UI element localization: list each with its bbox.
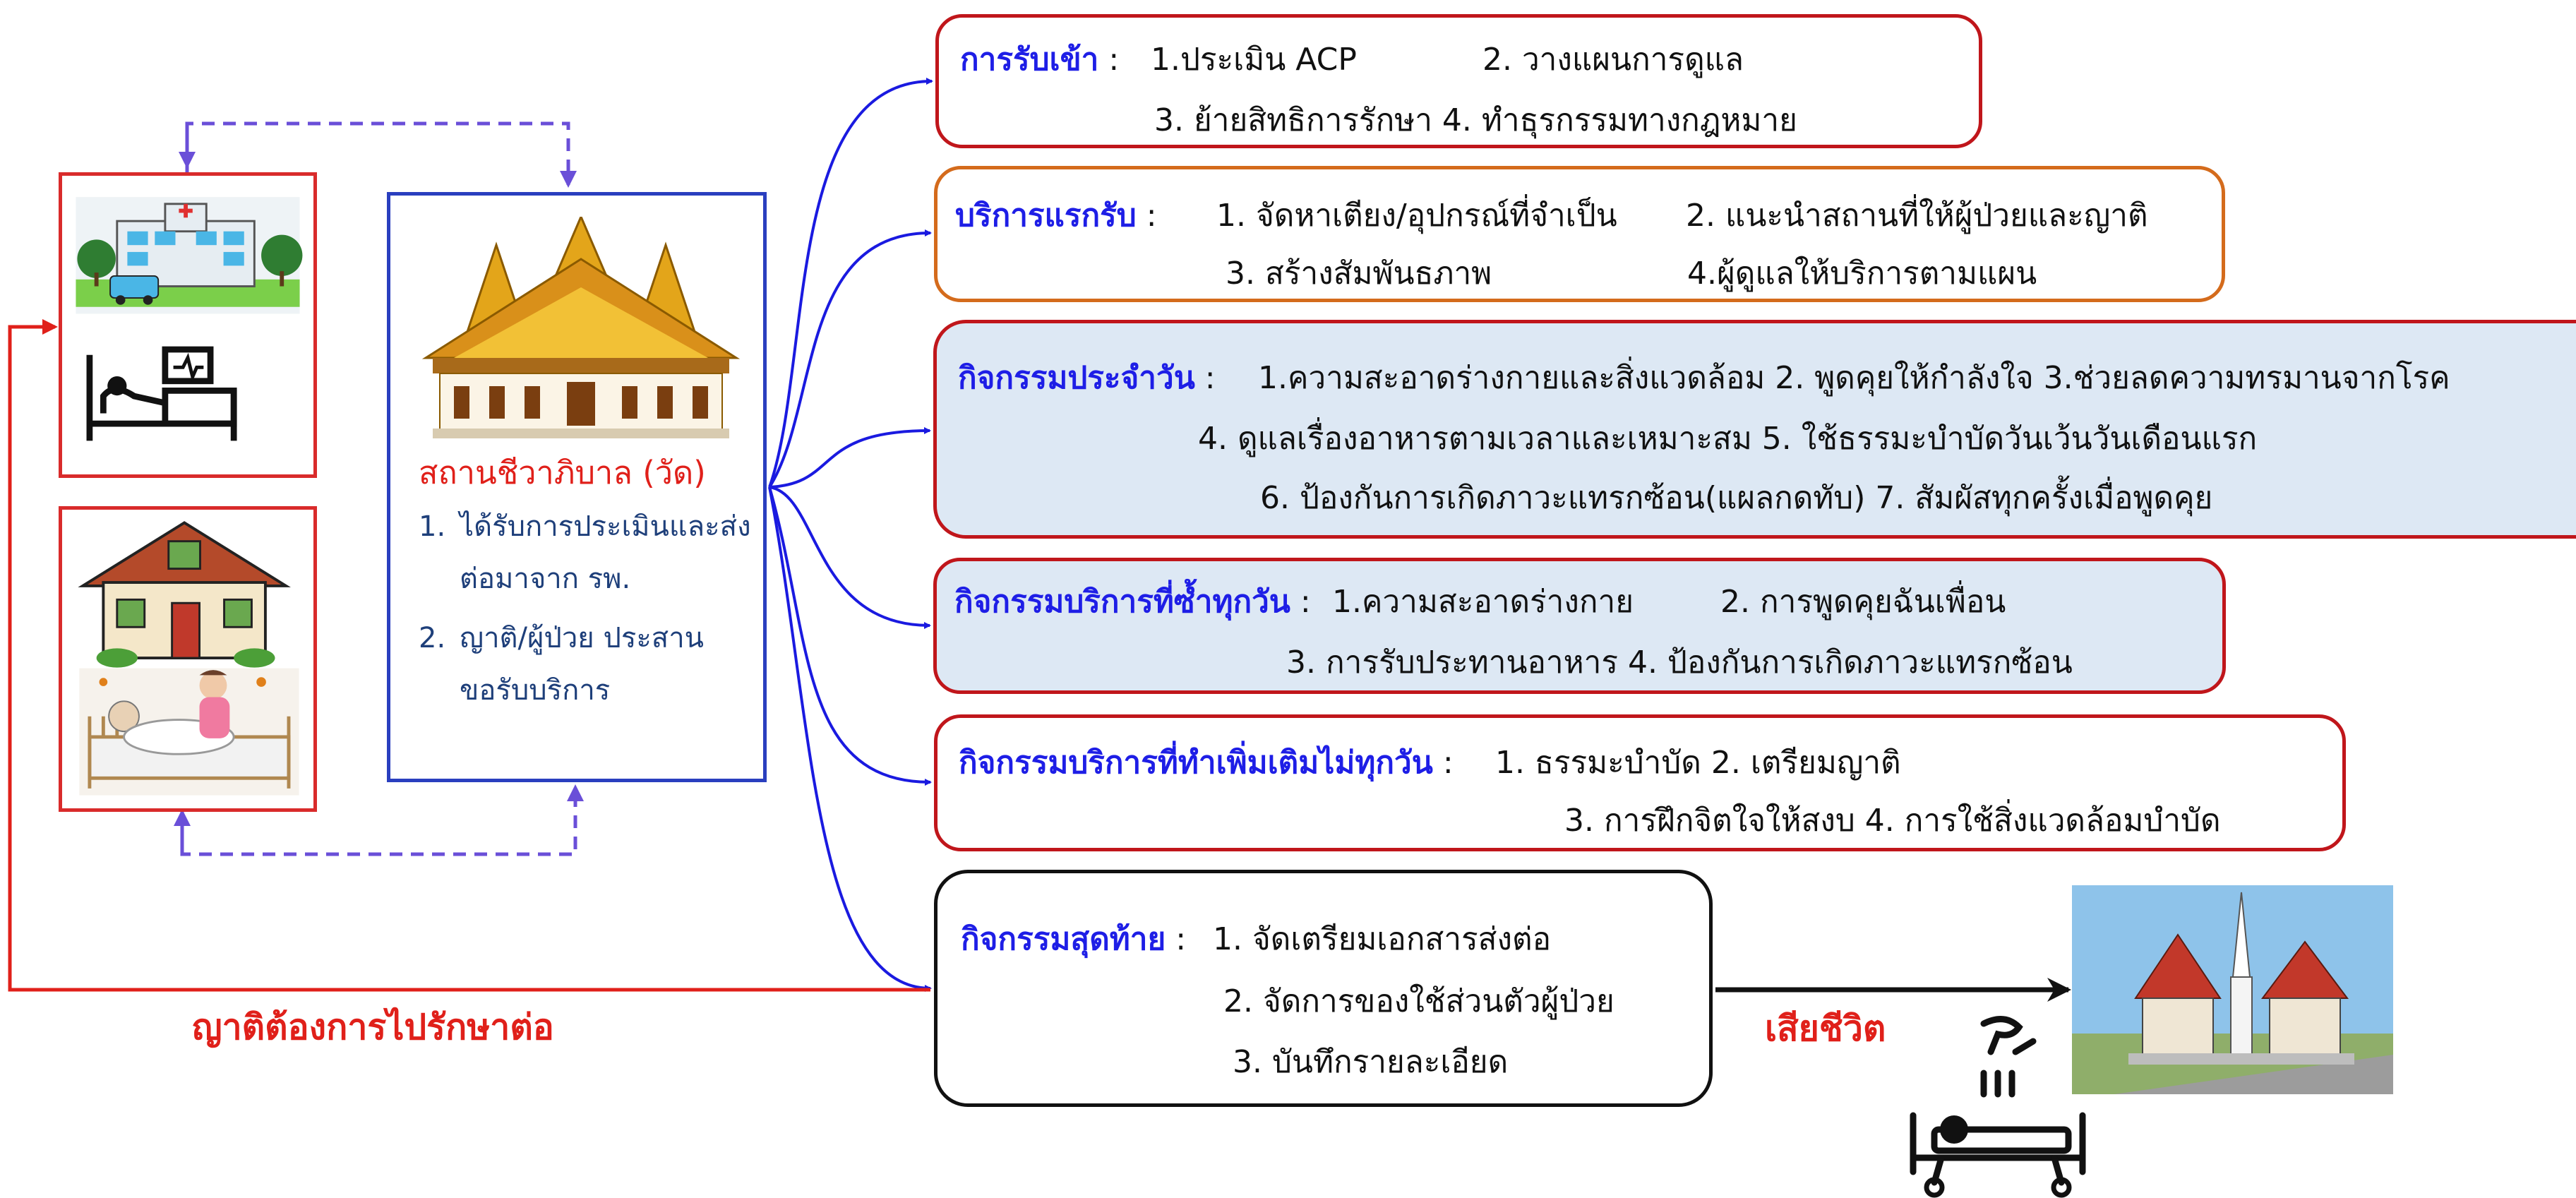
- patient-bed-icon: [86, 346, 237, 441]
- repeat-activity-item-2: 2. การพูดคุยฉันเพื่อน: [1720, 584, 2006, 620]
- dashed-loop-bottom: [180, 784, 584, 856]
- connector-admission: [768, 78, 933, 488]
- first-service-separator: :: [1136, 198, 1157, 234]
- admission-items-3-4: 3. ย้ายสิทธิการรักษา 4. ทำธุรกรรมทางกฎหม…: [1154, 102, 1797, 138]
- dashed-loop-top: [185, 121, 577, 188]
- relatives-return-line: [8, 319, 930, 992]
- final-activity-label: กิจกรรมสุดท้าย: [961, 921, 1166, 957]
- center-title: สถานชีวาภิบาล (วัด): [419, 454, 706, 491]
- death-label: เสียชีวิต: [1765, 1008, 1886, 1049]
- repeat-activity-box: กิจกรรมบริการที่ซ้ำทุกวัน : 1.ความสะอาดร…: [933, 558, 2226, 694]
- repeat-activity-items-3-4: 3. การรับประทานอาหาร 4. ป้องกันการเกิดภา…: [1286, 645, 2073, 681]
- final-activity-item-3: 3. บันทึกรายละเอียด: [1233, 1044, 1509, 1080]
- extra-activity-items-1-2: 1. ธรรมะบำบัด 2. เตรียมญาติ: [1495, 745, 1901, 781]
- extra-activity-box: กิจกรรมบริการที่ทำเพิ่มเติมไม่ทุกวัน : 1…: [934, 714, 2346, 851]
- relatives-continue-label: ญาติต้องการไปรักษาต่อ: [192, 1007, 554, 1048]
- first-service-label: บริการแรกรับ: [955, 198, 1137, 234]
- center-item-number: 1.: [419, 510, 446, 543]
- final-activity-box: กิจกรรมสุดท้าย : 1. จัดเตรียมเอกสารส่งต่…: [934, 870, 1713, 1107]
- connector-final: [768, 486, 932, 992]
- first-service-item-2: 2. แนะนำสถานที่ให้ผู้ป่วยและญาติ: [1686, 198, 2148, 234]
- crematorium-icon: [2072, 885, 2393, 1094]
- connector-daily: [769, 427, 931, 489]
- extra-activity-label: กิจกรรมบริการที่ทำเพิ่มเติมไม่ทุกวัน: [959, 745, 1433, 781]
- extra-activity-separator: :: [1432, 745, 1454, 781]
- first-service-item-3: 3. สร้างสัมพันธภาพ: [1226, 256, 1492, 292]
- hospice-temple-box: สถานชีวาภิบาล (วัด) 1. ได้รับการประเมินแ…: [387, 192, 767, 782]
- repeat-activity-separator: :: [1290, 584, 1311, 620]
- deceased-stretcher-icon: [1910, 1016, 2086, 1198]
- extra-activity-items-3-4: 3. การฝึกจิตใจให้สงบ 4. การใช้สิ่งแวดล้อ…: [1564, 803, 2221, 839]
- hospital-icon: [76, 197, 303, 314]
- home-picture-box: [59, 506, 317, 812]
- daily-activity-box: กิจกรรมประจำวัน : 1.ความสะอาดร่างกายและส…: [933, 320, 2576, 539]
- elderly-care-icon: [79, 668, 299, 796]
- hospital-picture-box: [59, 172, 317, 478]
- final-activity-separator: :: [1166, 921, 1187, 957]
- daily-activity-items-6-7: 6. ป้องกันการเกิดภาวะแทรกซ้อน(แผลกดทับ) …: [1260, 480, 2213, 516]
- daily-activity-separator: :: [1194, 360, 1216, 396]
- first-service-item-1: 1. จัดหาเตียง/อุปกรณ์ที่จำเป็น: [1216, 198, 1617, 234]
- daily-activity-items-1-3: 1.ความสะอาดร่างกายและสิ่งแวดล้อม 2. พูดค…: [1258, 360, 2450, 396]
- repeat-activity-item-1: 1.ความสะอาดร่างกาย: [1332, 584, 1634, 620]
- temple-icon: [421, 217, 741, 438]
- center-item-number: 2.: [419, 622, 446, 654]
- admission-separator: :: [1098, 42, 1120, 78]
- admission-box: การรับเข้า : 1.ประเมิน ACP 2. วางแผนการด…: [935, 14, 1982, 148]
- house-icon: [78, 521, 291, 668]
- admission-label: การรับเข้า: [960, 42, 1099, 78]
- center-item-text: ได้รับการประเมินและส่งต่อมาจาก รพ.: [460, 510, 751, 595]
- daily-activity-items-4-5: 4. ดูแลเรื่องอาหารตามเวลาและเหมาะสม 5. ใ…: [1198, 421, 2258, 457]
- daily-activity-label: กิจกรรมประจำวัน: [958, 360, 1195, 396]
- final-activity-item-1: 1. จัดเตรียมเอกสารส่งต่อ: [1213, 921, 1551, 957]
- admission-item-1: 1.ประเมิน ACP: [1151, 42, 1357, 78]
- repeat-activity-label: กิจกรรมบริการที่ซ้ำทุกวัน: [954, 584, 1290, 620]
- connector-first: [768, 229, 932, 489]
- fan-out-connectors: [768, 78, 933, 992]
- admission-item-2: 2. วางแผนการดูแล: [1482, 42, 1744, 78]
- dashed-loops: [174, 121, 584, 856]
- center-item-text: ญาติ/ผู้ป่วย ประสานขอรับบริการ: [460, 622, 705, 707]
- connector-repeat: [769, 486, 931, 629]
- first-service-box: บริการแรกรับ : 1. จัดหาเตียง/อุปกรณ์ที่จ…: [934, 166, 2225, 302]
- first-service-item-4: 4.ผู้ดูแลให้บริการตามแผน: [1687, 256, 2037, 292]
- connector-extra: [768, 486, 932, 786]
- final-activity-item-2: 2. จัดการของใช้ส่วนตัวผู้ป่วย: [1223, 983, 1615, 1019]
